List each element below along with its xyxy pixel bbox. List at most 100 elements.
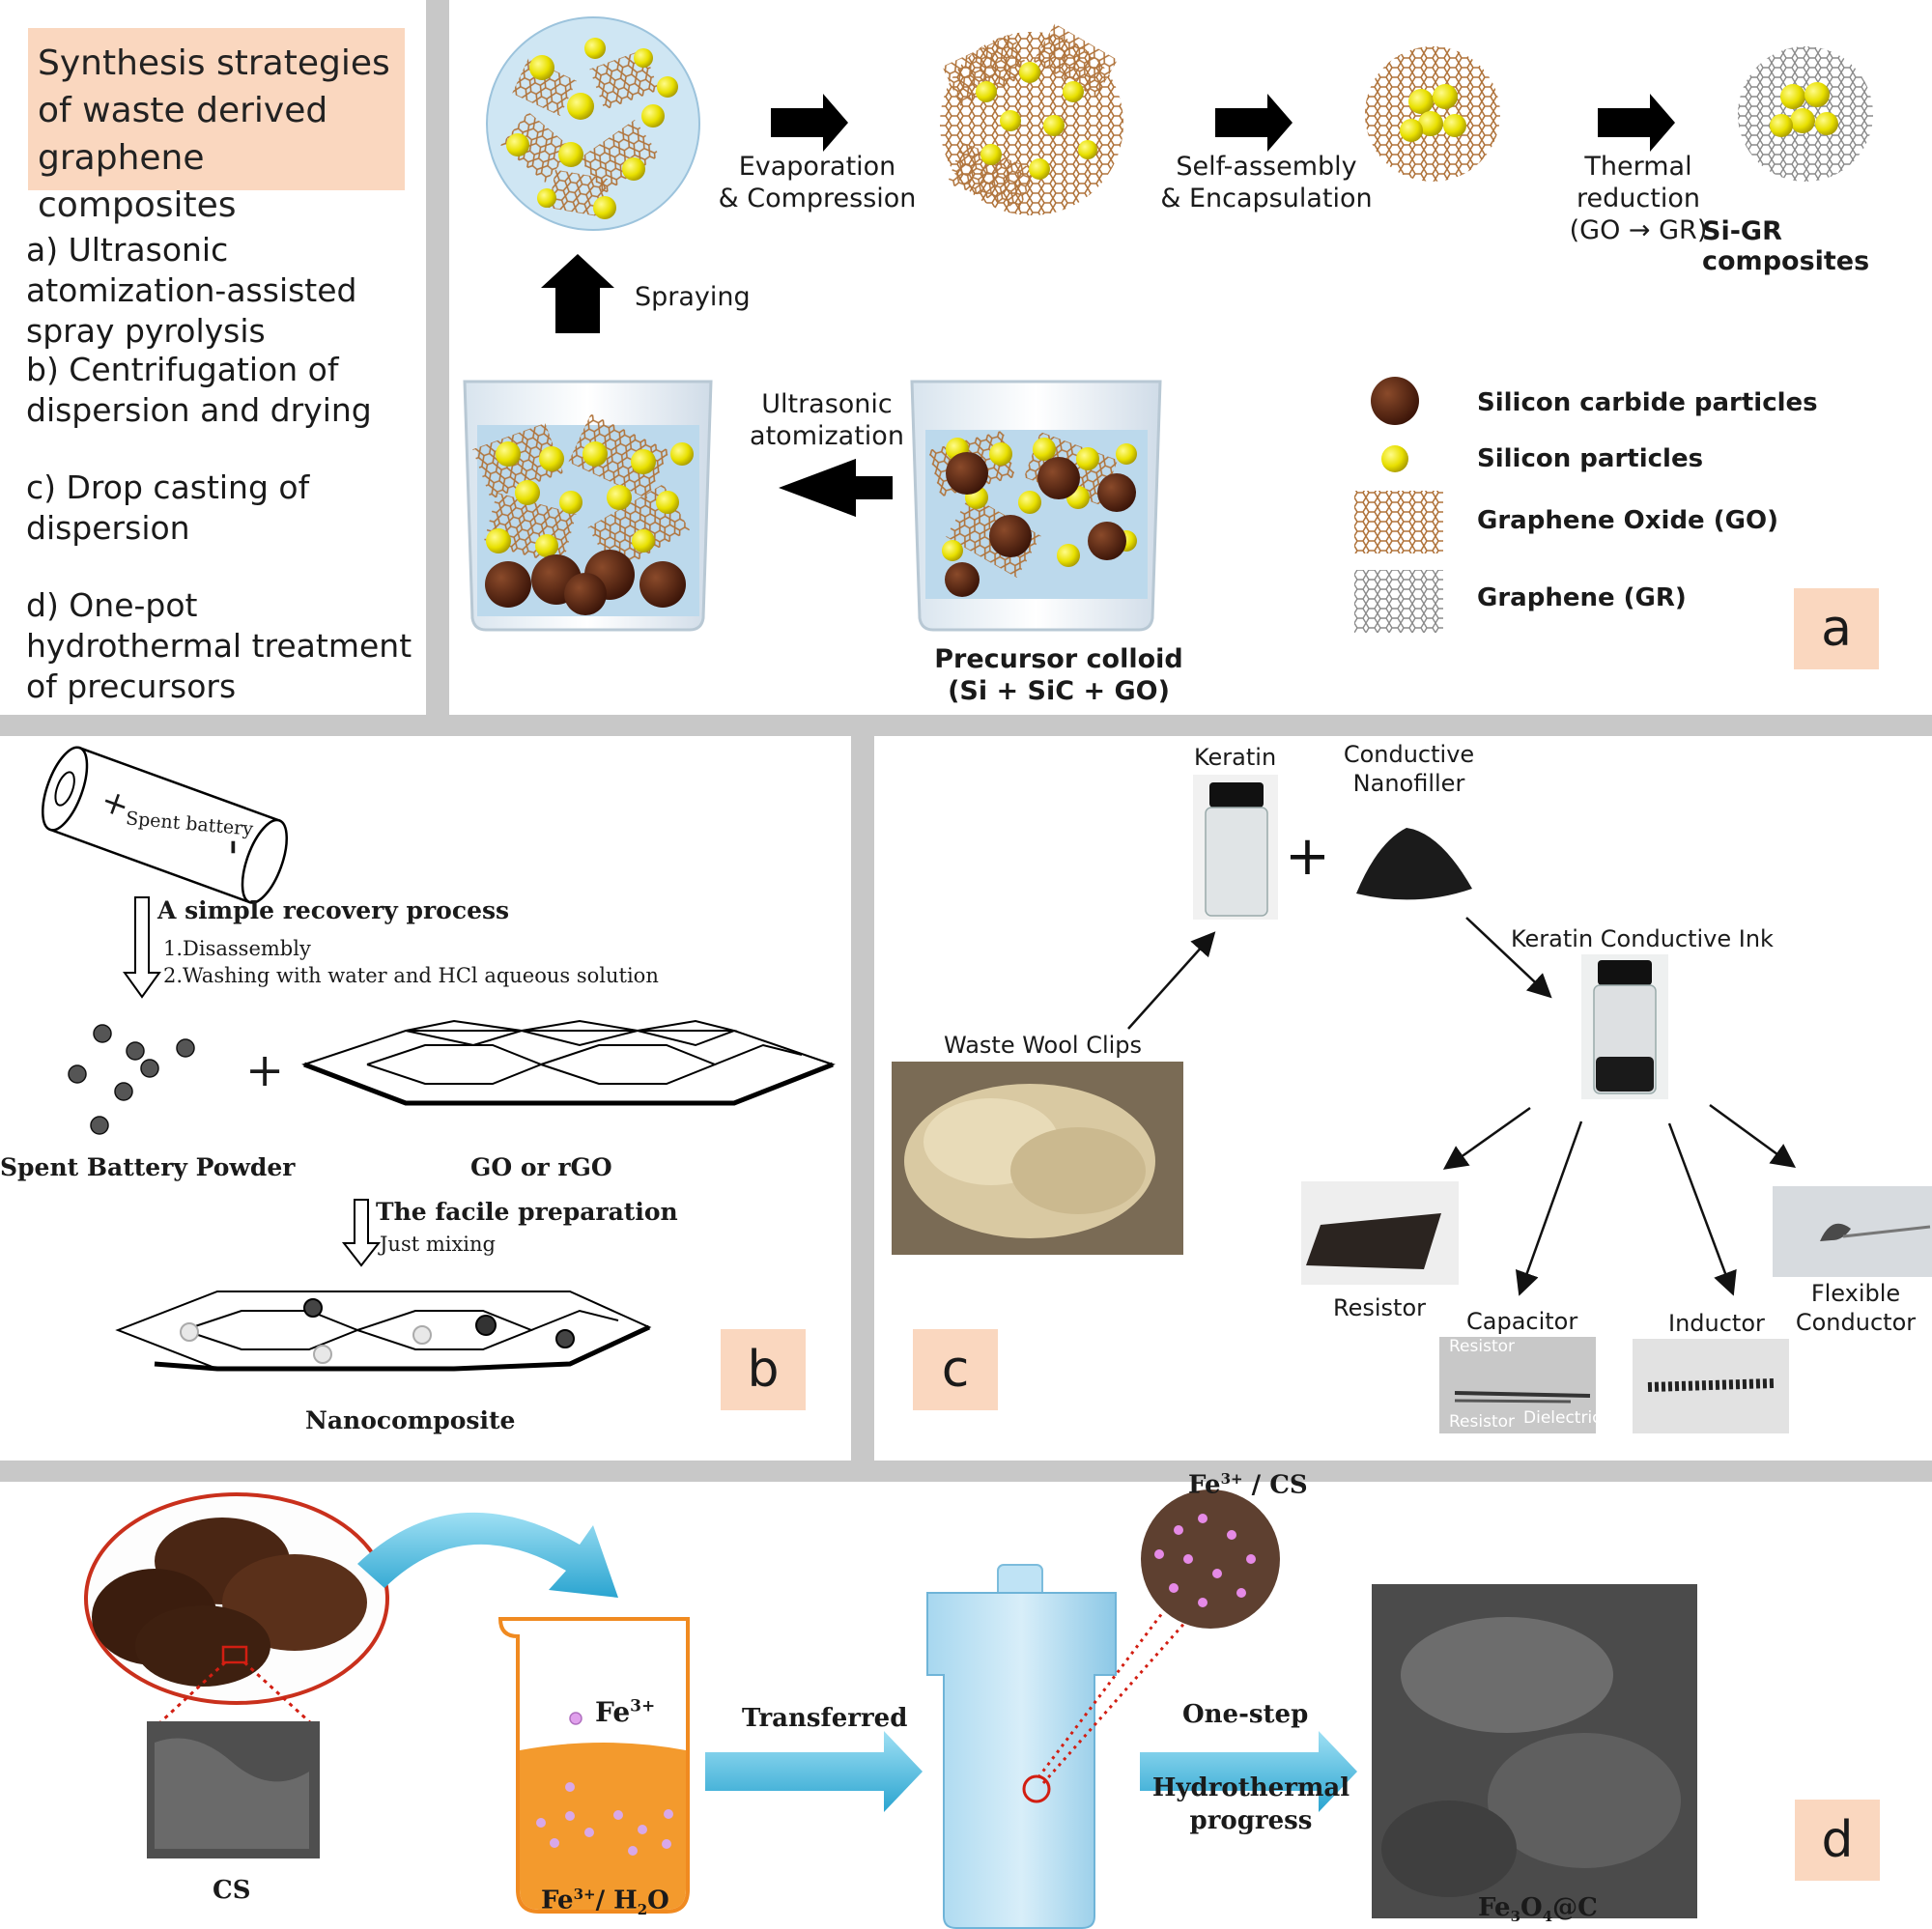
product-si-gr: Si-GR composites (1702, 216, 1870, 276)
divider-horizontal-1 (0, 715, 1932, 736)
legend-go: Graphene Oxide (GO) (1477, 506, 1778, 535)
chestnut-shells (84, 1492, 389, 1705)
panel-c-graphics: + (892, 775, 1932, 1433)
nanofiller-pile (1356, 828, 1472, 900)
recovery-step2: 2.Washing with water and HCl aqueous sol… (163, 964, 659, 987)
panel-d-graphics (84, 1489, 1697, 1929)
strategy-list: Synthesis strategies of waste derived gr… (0, 0, 425, 715)
flexible-conductor-photo (1773, 1186, 1932, 1277)
cap-resistor-bottom: Resistor (1449, 1412, 1515, 1432)
si-particle-icon (1381, 445, 1408, 472)
strategy-item-c: c) Drop casting of dispersion (26, 468, 310, 547)
arrow-ink-to-capacitor (1515, 1121, 1583, 1296)
cap-dielectric: Dielectric (1523, 1408, 1602, 1428)
panel-b: Spent battery + – A simple recovery proc… (0, 736, 850, 1461)
product-label: Fe3O4@C (1478, 1893, 1598, 1926)
compressed-sphere (940, 23, 1123, 215)
ink-vial (1581, 954, 1668, 1099)
powder-label: Spent Battery Powder (0, 1153, 296, 1181)
legend-sic: Silicon carbide particles (1477, 388, 1818, 417)
keratin-vial (1193, 775, 1278, 920)
arrow-up-icon (541, 254, 614, 333)
transferred-label: Transferred (742, 1704, 908, 1733)
step-self-assembly: Self-assembly& Encapsulation (1160, 152, 1373, 213)
fe-cs-label: Fe3+ / CS (1188, 1470, 1308, 1500)
step-evaporation: Evaporation& Compression (718, 152, 917, 213)
cap-resistor-top: Resistor (1449, 1337, 1515, 1356)
strategy-title: Synthesis strategies of waste derived gr… (28, 28, 405, 225)
arrow-filler-to-ink (1465, 917, 1552, 999)
graphene-icon (1354, 570, 1443, 633)
onestep-label: One-step (1182, 1700, 1309, 1729)
fe-cs-ball (1141, 1489, 1280, 1629)
ink-label: Keratin Conductive Ink (1511, 925, 1774, 952)
precursor-label: Precursor colloid(Si + SiC + GO) (934, 644, 1183, 706)
recovery-step1: 1.Disassembly (163, 937, 311, 960)
divider-vertical-top (426, 0, 449, 715)
arrow-hydrothermal-icon (1140, 1731, 1357, 1812)
capacitor-label: Capacitor (1466, 1308, 1578, 1335)
inductor-photo (1633, 1339, 1789, 1433)
go-label: GO or rGO (470, 1153, 612, 1181)
divider-horizontal-2 (0, 1461, 1932, 1482)
combine-plus: + (245, 1043, 285, 1097)
step-spraying: Spraying (635, 282, 751, 312)
resistor-photo (1301, 1181, 1459, 1285)
beaker-right (910, 380, 1162, 632)
droplet-sphere (486, 16, 700, 231)
legend-si: Silicon particles (1477, 444, 1704, 473)
legend-gr: Graphene (GR) (1477, 583, 1687, 612)
panel-a-graphics (463, 16, 1873, 633)
strategy-item-a: a) Ultrasonic atomization-assisted spray… (26, 231, 357, 350)
strategy-item-d: d) One-pot hydrothermal treatment of pre… (26, 586, 412, 705)
panel-b-tag: b (721, 1329, 806, 1410)
panel-a: Evaporation& Compression Self-assembly& … (450, 0, 1932, 715)
panel-b-graphics (42, 746, 836, 1372)
prep-sub: Just mixing (380, 1233, 496, 1256)
arrow-ink-to-inductor (1667, 1122, 1737, 1296)
resistor-label: Resistor (1333, 1294, 1426, 1321)
arrow-wool-to-keratin (1127, 931, 1216, 1030)
hydrothermal-reactor (926, 1564, 1117, 1929)
arrow-right-3-icon (1598, 94, 1675, 152)
fe-ion-label: Fe3+ (595, 1696, 656, 1728)
strategy-item-b: b) Centrifugation of dispersion and dryi… (26, 351, 372, 429)
fe-ion-dot (569, 1712, 582, 1725)
nanocomposite-label: Nanocomposite (305, 1406, 516, 1434)
arrow-right-2-icon (1215, 94, 1293, 152)
graphene-oxide-icon (1354, 491, 1443, 553)
keratin-label: Keratin (1194, 744, 1277, 771)
inductor-label: Inductor (1668, 1310, 1765, 1337)
sic-particle-icon (1371, 377, 1419, 425)
plus-sign-c: + (1285, 825, 1330, 888)
nanocomposite-sheet (115, 1291, 652, 1372)
panel-c: + (875, 736, 1932, 1461)
arrow-down-2-icon (341, 1199, 382, 1267)
fe-water-label: Fe3+/ H2O (541, 1886, 669, 1918)
graphene-sheet (301, 1019, 836, 1106)
arrow-transferred-icon (705, 1731, 923, 1812)
panel-a-tag: a (1794, 588, 1879, 669)
arrow-down-1-icon (123, 896, 161, 999)
battery-icon (42, 746, 288, 904)
panel-d: CS Fe3+ Fe3+/ H2O Transferred Fe3+ / CS … (0, 1470, 1932, 1929)
encapsulated-ball (1365, 46, 1500, 182)
step-thermal-reduction: Thermal reduction(GO → GR) (1569, 152, 1708, 245)
beaker-left (463, 380, 713, 632)
curved-arrow-icon (357, 1512, 618, 1598)
arrow-ink-to-resistor (1442, 1106, 1531, 1170)
prep-title: The facile preparation (376, 1198, 678, 1226)
panel-c-tag: c (913, 1329, 998, 1410)
arrow-right-1-icon (771, 94, 848, 152)
capacitor-photo (1439, 1337, 1596, 1433)
arrow-ink-to-flexible (1709, 1103, 1797, 1168)
battery-minus: – (217, 839, 254, 855)
si-gr-composite (1738, 46, 1873, 182)
wool-label: Waste Wool Clips (944, 1032, 1143, 1059)
fe-beaker (497, 1617, 690, 1914)
cs-label: CS (213, 1876, 251, 1905)
